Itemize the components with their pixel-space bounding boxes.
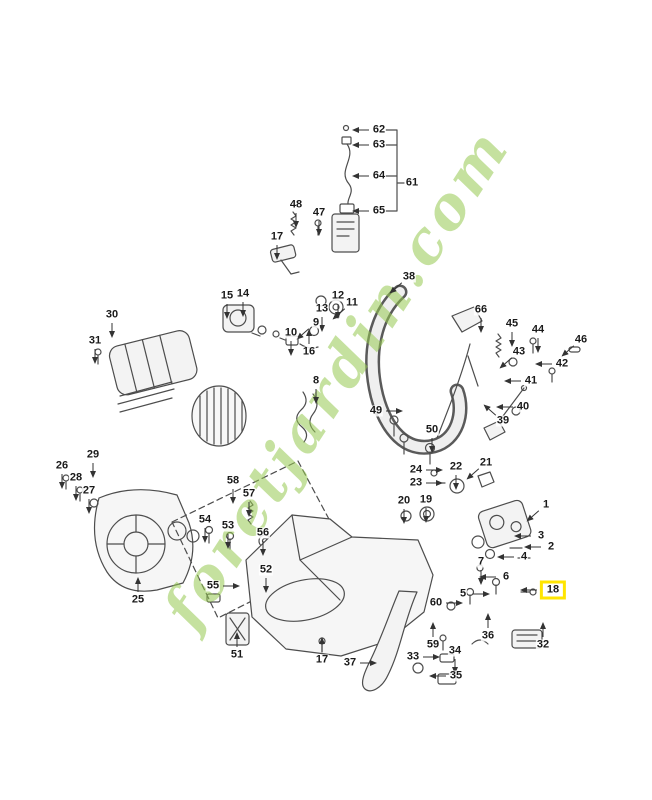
part-label-56[interactable]: 56 — [255, 526, 271, 539]
part-label-39[interactable]: 39 — [495, 414, 511, 427]
part-label-8[interactable]: 8 — [311, 374, 321, 387]
part-label-15[interactable]: 15 — [219, 289, 235, 302]
part-label-35[interactable]: 35 — [448, 669, 464, 682]
part-label-49[interactable]: 49 — [368, 404, 384, 417]
part-label-58[interactable]: 58 — [225, 474, 241, 487]
part-label-52[interactable]: 52 — [258, 563, 274, 576]
part-label-48[interactable]: 48 — [288, 198, 304, 211]
part-label-11[interactable]: 11 — [345, 296, 359, 309]
part-label-47[interactable]: 47 — [311, 206, 327, 219]
air-filter — [191, 385, 247, 447]
wire-harness-assembly — [331, 124, 405, 253]
part-label-23[interactable]: 23 — [408, 476, 424, 489]
part-label-29[interactable]: 29 — [85, 448, 101, 461]
part-label-45[interactable]: 45 — [504, 317, 520, 330]
part-label-64[interactable]: 64 — [371, 169, 387, 182]
part-label-10[interactable]: 10 — [283, 326, 299, 339]
part-label-25[interactable]: 25 — [130, 593, 146, 606]
part-label-17[interactable]: 17 — [269, 230, 285, 243]
part-label-40[interactable]: 40 — [515, 400, 531, 413]
part-label-9[interactable]: 9 — [311, 316, 321, 329]
part-label-12[interactable]: 12 — [330, 289, 346, 302]
part-label-28[interactable]: 28 — [68, 471, 84, 484]
part-label-6[interactable]: 6 — [501, 570, 511, 583]
part-label-1[interactable]: 1 — [541, 498, 551, 511]
part-label-65[interactable]: 65 — [371, 204, 387, 217]
part-label-16[interactable]: 16 — [301, 345, 317, 358]
fan-housing-assembly — [62, 474, 200, 592]
part-label-24[interactable]: 24 — [408, 463, 424, 476]
part-label-66[interactable]: 66 — [473, 303, 489, 316]
part-label-7[interactable]: 7 — [476, 555, 486, 568]
part-label-53[interactable]: 53 — [220, 519, 236, 532]
oil-pump-assembly — [400, 469, 543, 685]
part-label-19[interactable]: 19 — [418, 493, 434, 506]
part-label-62[interactable]: 62 — [371, 123, 387, 136]
part-label-18[interactable]: 18 — [539, 580, 567, 600]
part-label-26[interactable]: 26 — [54, 459, 70, 472]
part-label-41[interactable]: 41 — [523, 374, 539, 387]
part-label-31[interactable]: 31 — [87, 334, 103, 347]
part-label-2[interactable]: 2 — [546, 540, 556, 553]
part-label-33[interactable]: 33 — [405, 650, 421, 663]
part-label-42[interactable]: 42 — [554, 357, 570, 370]
part-label-44[interactable]: 44 — [530, 323, 546, 336]
part-label-22[interactable]: 22 — [448, 460, 464, 473]
part-label-54[interactable]: 54 — [197, 513, 213, 526]
part-label-17[interactable]: 17 — [314, 653, 330, 666]
part-label-38[interactable]: 38 — [401, 270, 417, 283]
part-label-20[interactable]: 20 — [396, 494, 412, 507]
part-label-5[interactable]: 5 — [458, 587, 468, 600]
part-label-59[interactable]: 59 — [425, 638, 441, 651]
part-label-61[interactable]: 61 — [404, 176, 420, 189]
part-label-3[interactable]: 3 — [536, 529, 546, 542]
part-label-36[interactable]: 36 — [480, 629, 496, 642]
part-label-37[interactable]: 37 — [342, 656, 358, 669]
part-label-60[interactable]: 60 — [428, 596, 444, 609]
part-label-21[interactable]: 21 — [478, 456, 494, 469]
part-label-43[interactable]: 43 — [511, 345, 527, 358]
part-label-32[interactable]: 32 — [535, 638, 551, 651]
part-label-57[interactable]: 57 — [241, 487, 257, 500]
part-label-13[interactable]: 13 — [314, 302, 330, 315]
part-label-14[interactable]: 14 — [235, 287, 251, 300]
part-label-4[interactable]: 4 — [519, 550, 529, 563]
part-label-34[interactable]: 34 — [447, 644, 463, 657]
part-label-50[interactable]: 50 — [424, 423, 440, 436]
part-label-27[interactable]: 27 — [81, 484, 97, 497]
part-label-46[interactable]: 46 — [573, 333, 589, 346]
part-label-51[interactable]: 51 — [229, 648, 245, 661]
muffler-assembly — [94, 330, 198, 413]
part-label-63[interactable]: 63 — [371, 138, 387, 151]
part-label-55[interactable]: 55 — [205, 579, 221, 592]
part-label-30[interactable]: 30 — [104, 308, 120, 321]
handlebar — [365, 284, 468, 455]
